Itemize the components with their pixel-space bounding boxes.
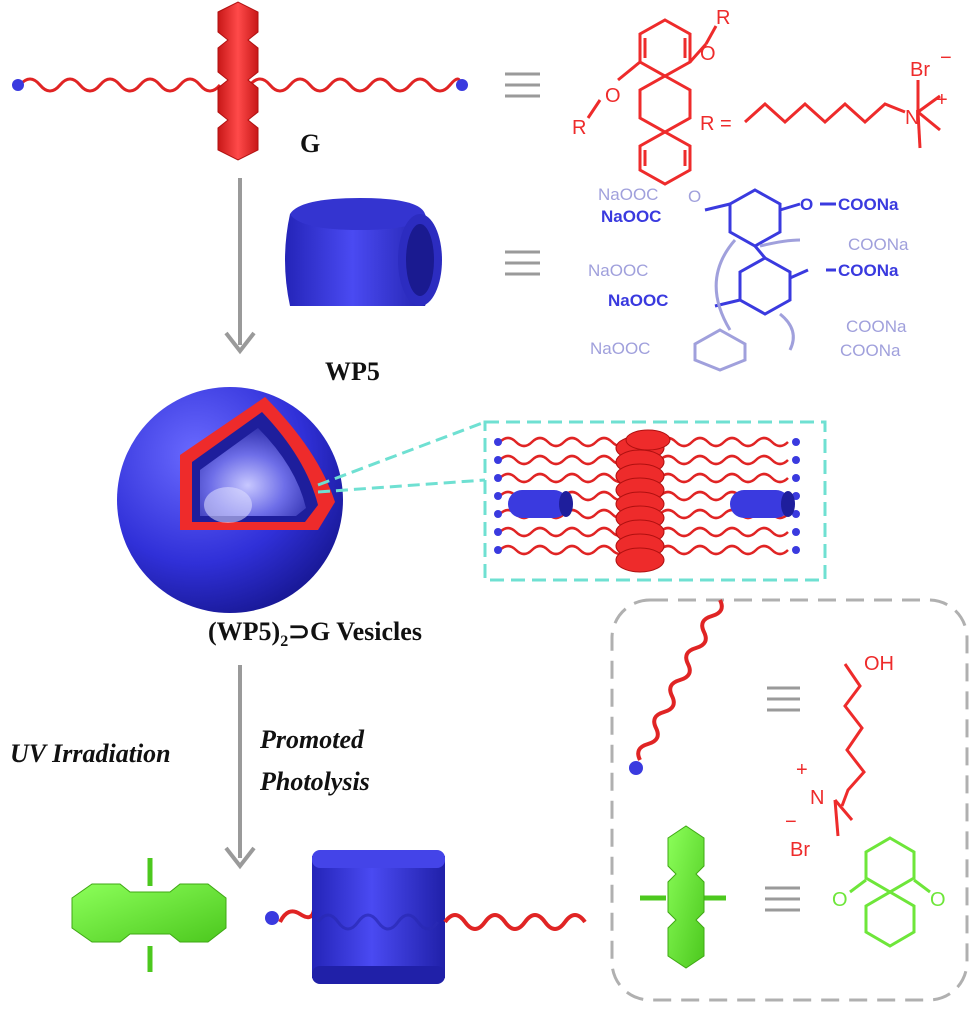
svg-text:Br: Br: [790, 839, 810, 861]
anthraquinone-labels: O O: [832, 889, 946, 911]
g-anthracene-core: [217, 1, 259, 161]
svg-text:NaOOC: NaOOC: [608, 291, 668, 310]
svg-text:COONa: COONa: [838, 195, 899, 214]
svg-text:R: R: [572, 117, 586, 139]
g-chain-end-right: [456, 79, 468, 91]
equivalence-icon: [505, 72, 540, 98]
label-photolysis: Photolysis: [259, 767, 370, 796]
svg-text:+: +: [936, 89, 948, 111]
wp5-chemical-skeleton: [693, 188, 836, 372]
svg-text:NaOOC: NaOOC: [588, 261, 648, 280]
svg-text:O: O: [688, 187, 701, 206]
vesicle-icon: [117, 387, 343, 613]
zoom-line-top: [317, 420, 486, 487]
svg-text:COONa: COONa: [848, 235, 909, 254]
anthracene-icon-2: [640, 825, 726, 969]
svg-text:O: O: [605, 85, 621, 107]
g-chemical-labels: O O R R R = Br − N +: [572, 7, 952, 139]
g-guest-cartoon: [12, 1, 468, 161]
svg-text:−: −: [785, 811, 797, 833]
svg-text:N: N: [905, 107, 919, 129]
svg-text:O: O: [832, 889, 848, 911]
equivalence-icon-2: [505, 250, 540, 276]
wp5-chemical-labels: NaOOC O NaOOC O COONa COONa NaOOC COONa …: [588, 185, 909, 360]
chain-icon: [629, 599, 724, 775]
hydroxy-chain-labels: OH + N − Br: [785, 653, 894, 861]
label-wp5: WP5: [325, 357, 380, 386]
equivalence-icon-3: [767, 686, 800, 712]
g-chain-right: [248, 77, 462, 93]
zoom-inset-wp5-rings: [508, 490, 795, 518]
svg-text:−: −: [940, 47, 952, 69]
svg-text:O: O: [930, 889, 946, 911]
anthracene-icon: [71, 858, 227, 972]
down-arrow-icon-2: [224, 846, 256, 870]
svg-text:COONa: COONa: [840, 341, 901, 360]
zoom-inset-chain-ends: [494, 438, 800, 554]
g-chain-end-left: [12, 79, 24, 91]
svg-text:O: O: [700, 43, 716, 65]
g-chemical-structure: [586, 18, 941, 186]
label-uv-irradiation: UV Irradiation: [10, 739, 171, 768]
legend-box: [610, 598, 969, 1002]
wp5-macrocycle-cartoon: [285, 198, 442, 306]
hydroxy-chain-structure: [833, 663, 866, 837]
label-promoted: Promoted: [259, 725, 365, 754]
svg-text:OH: OH: [864, 653, 894, 675]
svg-text:Br: Br: [910, 59, 930, 81]
zoom-inset-anthracene-stack: [615, 429, 671, 573]
equivalence-icon-4: [765, 886, 800, 912]
svg-text:NaOOC: NaOOC: [598, 185, 658, 204]
svg-text:NaOOC: NaOOC: [590, 339, 650, 358]
label-g: G: [300, 129, 320, 158]
zoom-line-bottom: [317, 478, 486, 494]
svg-text:R =: R =: [700, 113, 732, 135]
g-chain-left: [18, 77, 222, 93]
svg-text:NaOOC: NaOOC: [601, 207, 661, 226]
svg-text:R: R: [716, 7, 730, 29]
svg-text:+: +: [796, 759, 808, 781]
svg-text:O: O: [800, 195, 813, 214]
anthraquinone-structure: [849, 836, 931, 948]
product-complex: [265, 850, 587, 984]
svg-text:COONa: COONa: [838, 261, 899, 280]
down-arrow-icon: [224, 331, 256, 355]
svg-text:COONa: COONa: [846, 317, 907, 336]
label-vesicles: (WP5)2⊃G Vesicles: [208, 617, 422, 650]
svg-text:N: N: [810, 787, 824, 809]
zoom-inset-frame: [483, 420, 827, 582]
